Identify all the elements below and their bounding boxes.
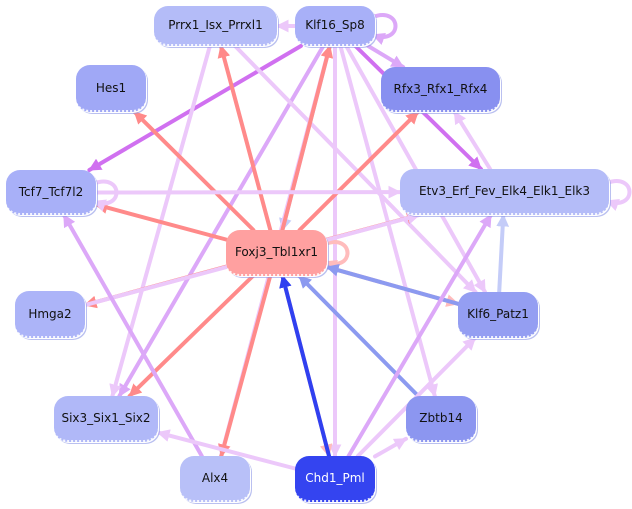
edge-chd1-to-six3: [156, 429, 297, 471]
edge-foxj3-to-foxj3: [323, 240, 350, 272]
node-hes1[interactable]: Hes1: [76, 65, 146, 112]
edge-klf16-to-rfx3: [366, 44, 406, 69]
edge-etv3-to-rfx3: [452, 110, 493, 171]
edge-etv3-to-etv3: [605, 179, 632, 211]
edge-foxj3-to-alx4: [218, 274, 273, 458]
node-label: Hes1: [95, 80, 127, 95]
edge-klf16-to-tcf7: [87, 44, 303, 172]
node-label: Foxj3_Tbl1xr1: [234, 245, 319, 259]
edge-foxj3-to-rfx3: [297, 110, 420, 232]
node-etv3-erf-fev-elk4-elk1-elk3[interactable]: Etv3_Erf_Fev_Elk4_Elk1_Elk3: [400, 169, 609, 215]
node-prrx1-isx-prrxl1[interactable]: Prrx1_Isx_Prrxl1: [154, 6, 277, 46]
node-label: Tcf7_Tcf7l2: [18, 184, 84, 199]
edge-chd1-to-zbtb14: [373, 436, 408, 459]
node-label: Chd1_Pml: [305, 471, 365, 485]
edge-klf16-to-klf16: [371, 13, 398, 45]
node-tcf7-tcf7l2[interactable]: Tcf7_Tcf7l2: [6, 170, 96, 215]
edge-chd1-to-foxj3: [279, 274, 331, 458]
edge-tcf7-to-tcf7: [92, 179, 119, 212]
node-klf16-sp8[interactable]: Klf16_Sp8: [295, 6, 375, 46]
node-label: Alx4: [201, 471, 229, 485]
node-zbtb14[interactable]: Zbtb14: [406, 396, 476, 442]
node-hmga2[interactable]: Hmga2: [15, 291, 85, 338]
node-label: Klf6_Patz1: [467, 307, 529, 321]
node-alx4[interactable]: Alx4: [180, 456, 250, 502]
edge-klf6-to-etv3: [496, 213, 510, 294]
node-rfx3-rfx1-rfx4[interactable]: Rfx3_Rfx1_Rfx4: [381, 67, 500, 112]
edge-chd1-to-etv3: [346, 213, 493, 458]
edge-foxj3-to-tcf7: [94, 201, 228, 242]
edge-foxj3-to-prrx1: [217, 44, 273, 232]
edge-alx4-to-tcf7: [61, 213, 204, 458]
node-label: Zbtb14: [419, 411, 463, 425]
edge-foxj3-to-hes1: [132, 110, 256, 232]
edge-klf6-to-foxj3: [325, 264, 460, 306]
node-chd1-pml[interactable]: Chd1_Pml: [295, 456, 375, 502]
edge-foxj3-to-six3: [127, 274, 255, 398]
node-six3-six1-six2[interactable]: Six3_Six1_Six2: [54, 396, 158, 442]
edge-foxj3-to-klf16: [280, 44, 334, 232]
edge-zbtb14-to-foxj3: [297, 274, 421, 398]
node-label: Hmga2: [28, 306, 72, 321]
edge-prrx1-to-klf6: [233, 44, 478, 294]
node-klf6-patz1[interactable]: Klf6_Patz1: [458, 292, 538, 338]
node-label: Klf16_Sp8: [305, 18, 365, 32]
node-label: Prrx1_Isx_Prrxl1: [168, 18, 263, 32]
node-label: Six3_Six1_Six2: [61, 411, 151, 425]
node-label: Rfx3_Rfx1_Rfx4: [393, 81, 488, 96]
node-label: Etv3_Erf_Fev_Elk4_Elk1_Elk3: [419, 184, 590, 198]
node-foxj3-tbl1xr1[interactable]: Foxj3_Tbl1xr1: [226, 230, 327, 276]
